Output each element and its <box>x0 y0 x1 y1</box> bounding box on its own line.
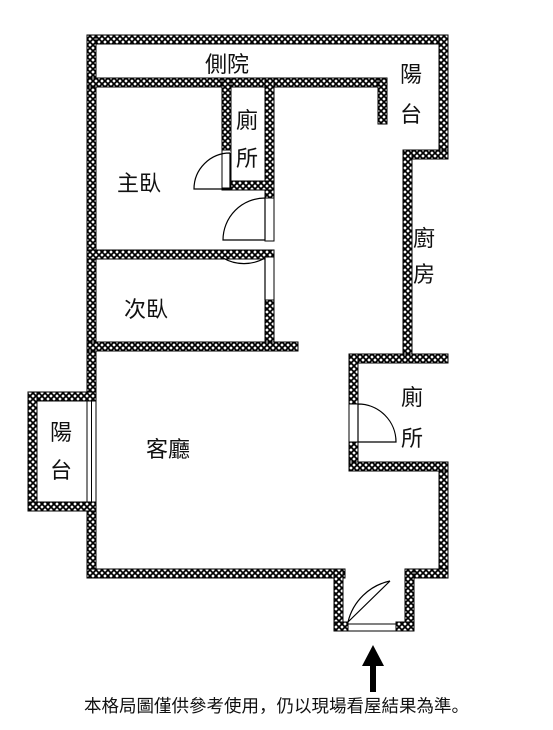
label-balcony-left-2: 台 <box>50 459 72 484</box>
openings <box>86 149 397 632</box>
second-door-swing <box>222 257 266 300</box>
label-toilet-right-1: 廁 <box>401 386 423 411</box>
wall-balcony-left <box>27 391 38 512</box>
label-side-yard: 側院 <box>205 53 249 78</box>
toilet2-door-swing <box>357 403 397 443</box>
wall-kitchen-left <box>402 149 413 359</box>
master-door-swing <box>222 197 266 241</box>
wall-entry-bottom-right <box>395 621 415 632</box>
label-master-bedroom: 主臥 <box>117 172 161 197</box>
wall-balcony-top <box>27 391 97 402</box>
label-balcony-left-1: 陽 <box>50 421 72 446</box>
label-kitchen-1: 廚 <box>413 227 435 252</box>
label-toilet-right-2: 所 <box>401 427 423 452</box>
wall-entry-bottom-left <box>333 621 349 632</box>
disclaimer-text: 本格局圖僅供參考使用，仍以現場看屋結果為準。 <box>84 697 469 717</box>
wall-top <box>86 34 449 45</box>
second-door-opening <box>264 256 275 301</box>
wall-bottom-left <box>86 568 346 579</box>
wall-bedrooms-divider <box>86 249 275 260</box>
toilet-door-swing <box>193 152 231 190</box>
label-balcony-top-1: 陽 <box>400 63 422 88</box>
wall-toilet2-top <box>348 353 449 364</box>
label-balcony-top-2: 台 <box>400 103 422 128</box>
wall-second-bed-bottom <box>86 341 299 352</box>
entry-threshold <box>347 623 397 632</box>
walls <box>27 34 449 632</box>
wall-right-lower <box>438 461 449 579</box>
master-door-opening <box>264 197 275 242</box>
wall-side-yard <box>86 77 388 88</box>
label-toilet-top-2: 所 <box>236 147 258 172</box>
wall-side-yard-stub <box>377 77 388 125</box>
entrance-arrow <box>362 645 384 692</box>
wall-left-upper <box>86 34 97 393</box>
toilet2-door-opening <box>348 403 359 443</box>
toilet-door-opening <box>221 149 232 189</box>
doors <box>193 152 397 623</box>
wall-toilet2-left-a <box>348 353 359 405</box>
entry-door-swing <box>347 580 391 623</box>
label-second-bedroom: 次臥 <box>124 298 168 323</box>
wall-toilet-right <box>264 77 275 199</box>
label-living-room: 客廳 <box>146 438 190 463</box>
wall-left-lower <box>86 501 97 579</box>
label-toilet-top-1: 廁 <box>236 109 258 134</box>
label-kitchen-2: 房 <box>413 263 435 288</box>
wall-balcony-bottom <box>27 501 97 512</box>
wall-toilet2-bottom <box>348 461 449 472</box>
wall-right-upper <box>438 34 449 160</box>
